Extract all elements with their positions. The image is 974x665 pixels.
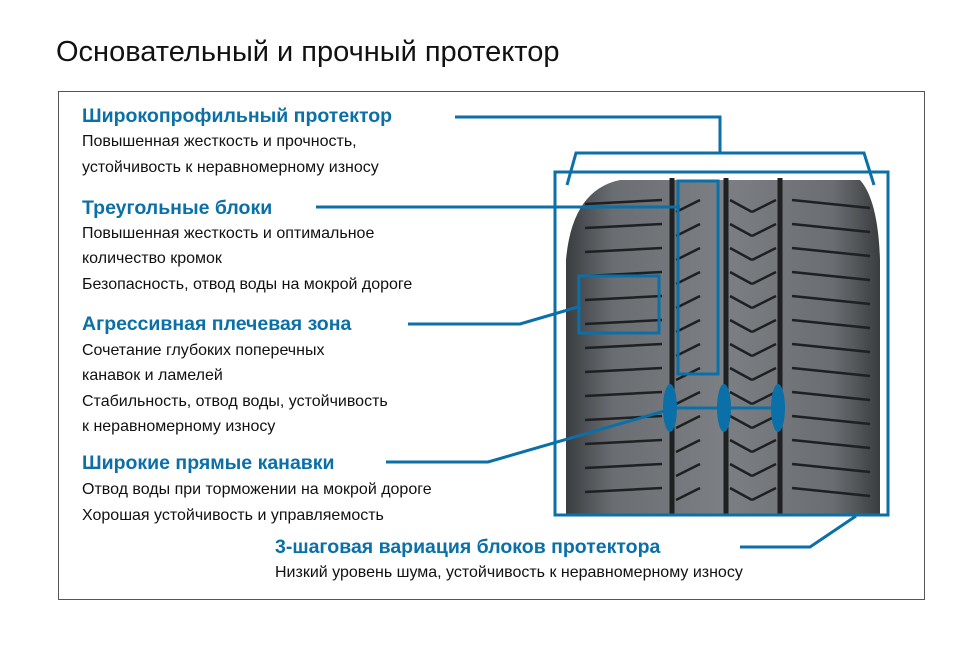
tread-sipe	[584, 294, 663, 302]
tread-sipe	[729, 390, 753, 406]
feature-text: устойчивость к неравномерному износу	[82, 159, 379, 176]
infographic-frame	[58, 91, 925, 600]
tread-sipe	[584, 438, 663, 446]
tread-sipe	[675, 462, 701, 478]
tread-sipe	[729, 198, 753, 214]
tread-sipe	[675, 222, 701, 238]
feature-text: Стабильность, отвод воды, устойчивость	[82, 393, 388, 410]
tread-sipe	[675, 270, 701, 286]
tread-sipe	[791, 438, 871, 450]
tread-sipe	[791, 222, 871, 234]
tread-sipe	[584, 222, 663, 230]
tread-sipe	[791, 462, 871, 474]
tread-sipe	[729, 222, 753, 238]
tread-sipe	[675, 486, 701, 502]
feature-text: Низкий уровень шума, устойчивость к нера…	[275, 564, 743, 581]
tread-sipe	[751, 270, 777, 286]
feature-text: к неравномерному износу	[82, 418, 276, 435]
tread-sipe	[791, 366, 871, 378]
tread-sipe	[791, 390, 871, 402]
groove-markers	[663, 384, 785, 432]
tread-sipe	[675, 390, 701, 406]
tread-sipe	[751, 342, 777, 358]
tread-sipe	[791, 414, 871, 426]
tire-image	[566, 178, 880, 515]
tread-sipe	[751, 486, 777, 502]
feature-text: количество кромок	[82, 250, 222, 267]
tread-sipe	[751, 462, 777, 478]
tread-sipe	[729, 462, 753, 478]
tread-sipe	[729, 414, 753, 430]
tread-sipe	[751, 198, 777, 214]
tread-sipe	[729, 270, 753, 286]
tread-sipe	[751, 390, 777, 406]
tread-sipe	[675, 414, 701, 430]
feature-heading-shoulder-zone: Агрессивная плечевая зона	[82, 313, 352, 335]
tread-sipe	[729, 246, 753, 262]
feature-text: канавок и ламелей	[82, 367, 223, 384]
tread-sipe	[791, 270, 871, 282]
tread-sipe	[584, 390, 663, 398]
tread-sipe	[584, 198, 663, 206]
feature-text: Повышенная жесткость и оптимальное	[82, 225, 375, 242]
tread-sipe	[729, 318, 753, 334]
tread-sipe	[675, 318, 701, 334]
tread-sipe	[729, 366, 753, 382]
tire-outline-box	[553, 170, 890, 517]
tread-sipe	[675, 198, 701, 214]
tread-sipe	[751, 366, 777, 382]
tread-sipe	[751, 222, 777, 238]
page-title: Основательный и прочный протектор	[56, 36, 560, 68]
feature-text: Отвод воды при торможении на мокрой доро…	[82, 481, 432, 498]
tread-sipe	[584, 318, 663, 326]
tread-sipe	[584, 462, 663, 470]
tread-sipe	[675, 294, 701, 310]
tread-sipe	[751, 246, 777, 262]
feature-text: Сочетание глубоких поперечных	[82, 342, 325, 359]
tread-sipe	[751, 438, 777, 454]
feature-text: Хорошая устойчивость и управляемость	[82, 507, 384, 524]
feature-heading-triangular-blocks: Треугольные блоки	[82, 197, 273, 219]
tread-sipe	[729, 294, 753, 310]
tread-sipe	[675, 342, 701, 358]
tread-sipe	[791, 294, 871, 306]
tread-sipe	[675, 246, 701, 262]
feature-text: Повышенная жесткость и прочность,	[82, 133, 357, 150]
tread-sipe	[729, 342, 753, 358]
feature-heading-straight-grooves: Широкие прямые канавки	[82, 452, 335, 474]
tread-sipe	[584, 366, 663, 374]
tread-sipe	[729, 486, 753, 502]
tread-sipe	[584, 486, 663, 494]
tread-sipe	[751, 294, 777, 310]
feature-heading-pitch-variation: 3-шаговая вариация блоков протектора	[275, 536, 661, 558]
tread-sipe	[791, 486, 871, 498]
tread-sipe	[791, 318, 871, 330]
feature-text: Безопасность, отвод воды на мокрой дорог…	[82, 276, 413, 293]
tread-sipe	[675, 438, 701, 454]
tread-sipe	[791, 342, 871, 354]
tread-sipe	[584, 342, 663, 350]
triangular-blocks-box	[676, 179, 720, 376]
tread-sipe	[751, 318, 777, 334]
tread-sipe	[791, 246, 871, 258]
shoulder-zone-box	[577, 274, 661, 335]
feature-heading-wide-profile: Широкопрофильный протектор	[82, 105, 393, 127]
tread-sipe	[729, 438, 753, 454]
tread-sipe	[584, 246, 663, 254]
tread-sipe	[791, 198, 871, 210]
